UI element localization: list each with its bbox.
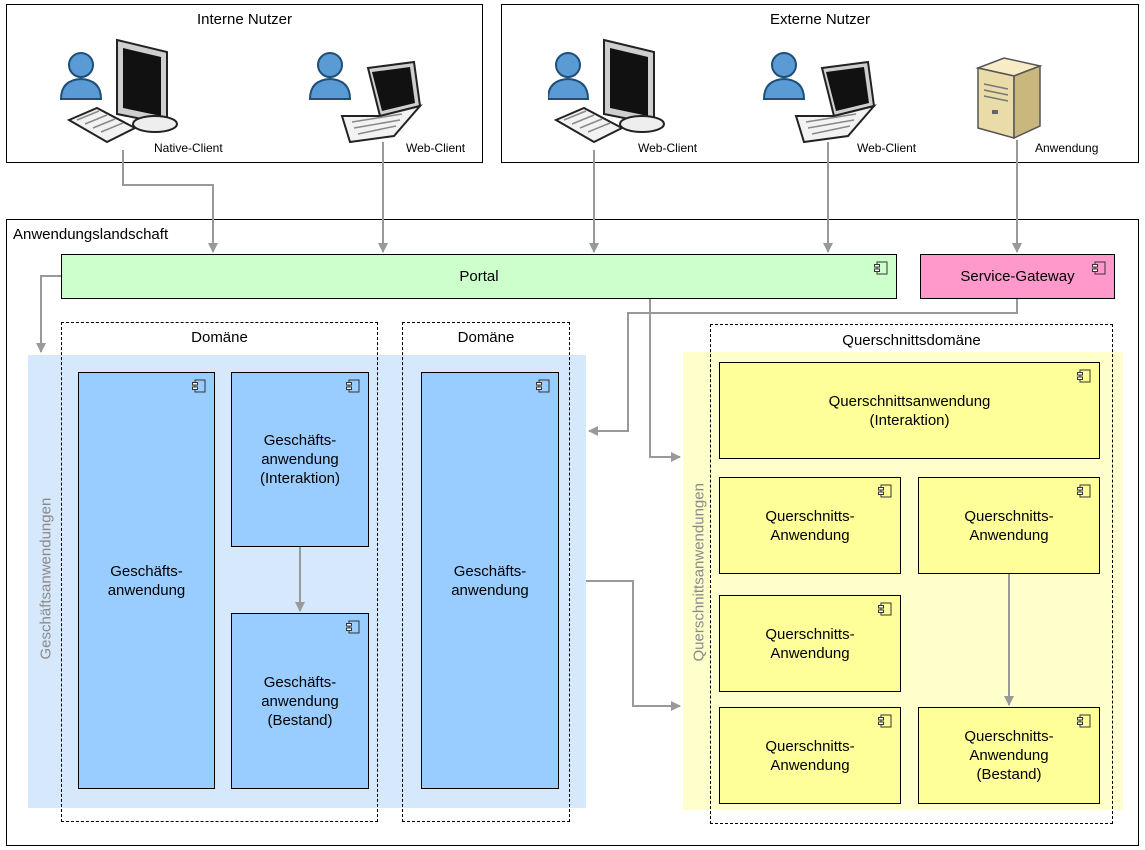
user-desktop-icon xyxy=(548,38,665,144)
component-icon xyxy=(192,379,206,393)
component-icon xyxy=(874,261,888,275)
cross-app-interaction[interactable]: Querschnittsanwendung (Interaktion) xyxy=(719,362,1100,459)
cross-app-1[interactable]: Querschnitts- Anwendung xyxy=(719,477,901,574)
cross-app-2[interactable]: Querschnitts- Anwendung xyxy=(918,477,1100,574)
user-laptop-icon xyxy=(308,52,423,144)
business-applications-band-label: Geschäftsanwendungen xyxy=(37,497,55,660)
user-laptop-icon xyxy=(762,52,877,144)
cross-domain-title: Querschnittsdomäne xyxy=(842,332,981,349)
cross-app-4-label: Querschnitts- Anwendung xyxy=(765,737,855,774)
component-icon xyxy=(878,602,892,616)
external-web-client-1-label: Web-Client xyxy=(638,141,698,155)
domain-2-title: Domäne xyxy=(457,329,515,346)
component-icon xyxy=(536,379,550,393)
internal-users-title: Interne Nutzer xyxy=(196,11,293,28)
business-app-main-2-label: Geschäfts- anwendung xyxy=(451,562,529,599)
component-icon xyxy=(346,379,360,393)
component-icon xyxy=(878,484,892,498)
cross-app-1-label: Querschnitts- Anwendung xyxy=(765,507,855,544)
component-icon xyxy=(878,714,892,728)
component-icon xyxy=(1077,484,1091,498)
cross-app-3[interactable]: Querschnitts- Anwendung xyxy=(719,595,901,692)
cross-app-interaction-label: Querschnittsanwendung (Interaktion) xyxy=(828,392,991,429)
component-icon xyxy=(1077,369,1091,383)
business-app-inventory[interactable]: Geschäfts- anwendung (Bestand) xyxy=(231,613,369,789)
cross-app-4[interactable]: Querschnitts- Anwendung xyxy=(719,707,901,804)
external-web-client-2-label: Web-Client xyxy=(857,141,917,155)
component-icon xyxy=(346,620,360,634)
business-app-interaction-label: Geschäfts- anwendung (Interaktion) xyxy=(259,432,341,487)
service-gateway-label: Service-Gateway xyxy=(960,268,1075,285)
business-app-main-1-label: Geschäfts- anwendung xyxy=(107,562,186,599)
business-app-main-2[interactable]: Geschäfts- anwendung xyxy=(421,372,559,789)
server-icon xyxy=(975,57,1043,140)
service-gateway-component[interactable]: Service-Gateway xyxy=(920,254,1115,299)
business-app-main-1[interactable]: Geschäfts- anwendung xyxy=(78,372,215,789)
native-client-label: Native-Client xyxy=(154,141,223,155)
cross-app-3-label: Querschnitts- Anwendung xyxy=(765,625,855,662)
component-icon xyxy=(1077,714,1091,728)
component-icon xyxy=(1092,261,1106,275)
business-app-inventory-label: Geschäfts- anwendung (Bestand) xyxy=(261,673,339,729)
cross-app-inventory-label: Querschnitts- Anwendung (Bestand) xyxy=(964,728,1054,783)
cross-applications-band-label: Querschnittsanwendungen xyxy=(690,483,708,662)
portal-component[interactable]: Portal xyxy=(61,254,897,299)
external-users-title: Externe Nutzer xyxy=(769,11,871,28)
application-landscape-title: Anwendungslandschaft xyxy=(13,226,169,243)
domain-2-frame xyxy=(402,322,570,822)
domain-1-title: Domäne xyxy=(191,329,248,346)
internal-web-client-label: Web-Client xyxy=(406,141,466,155)
application-label: Anwendung xyxy=(1035,141,1099,155)
portal-label: Portal xyxy=(459,268,499,285)
cross-app-inventory[interactable]: Querschnitts- Anwendung (Bestand) xyxy=(918,707,1100,804)
cross-app-2-label: Querschnitts- Anwendung xyxy=(964,507,1054,544)
domain-1-frame xyxy=(61,322,378,822)
user-desktop-icon xyxy=(59,38,178,144)
business-app-interaction[interactable]: Geschäfts- anwendung (Interaktion) xyxy=(231,372,369,547)
